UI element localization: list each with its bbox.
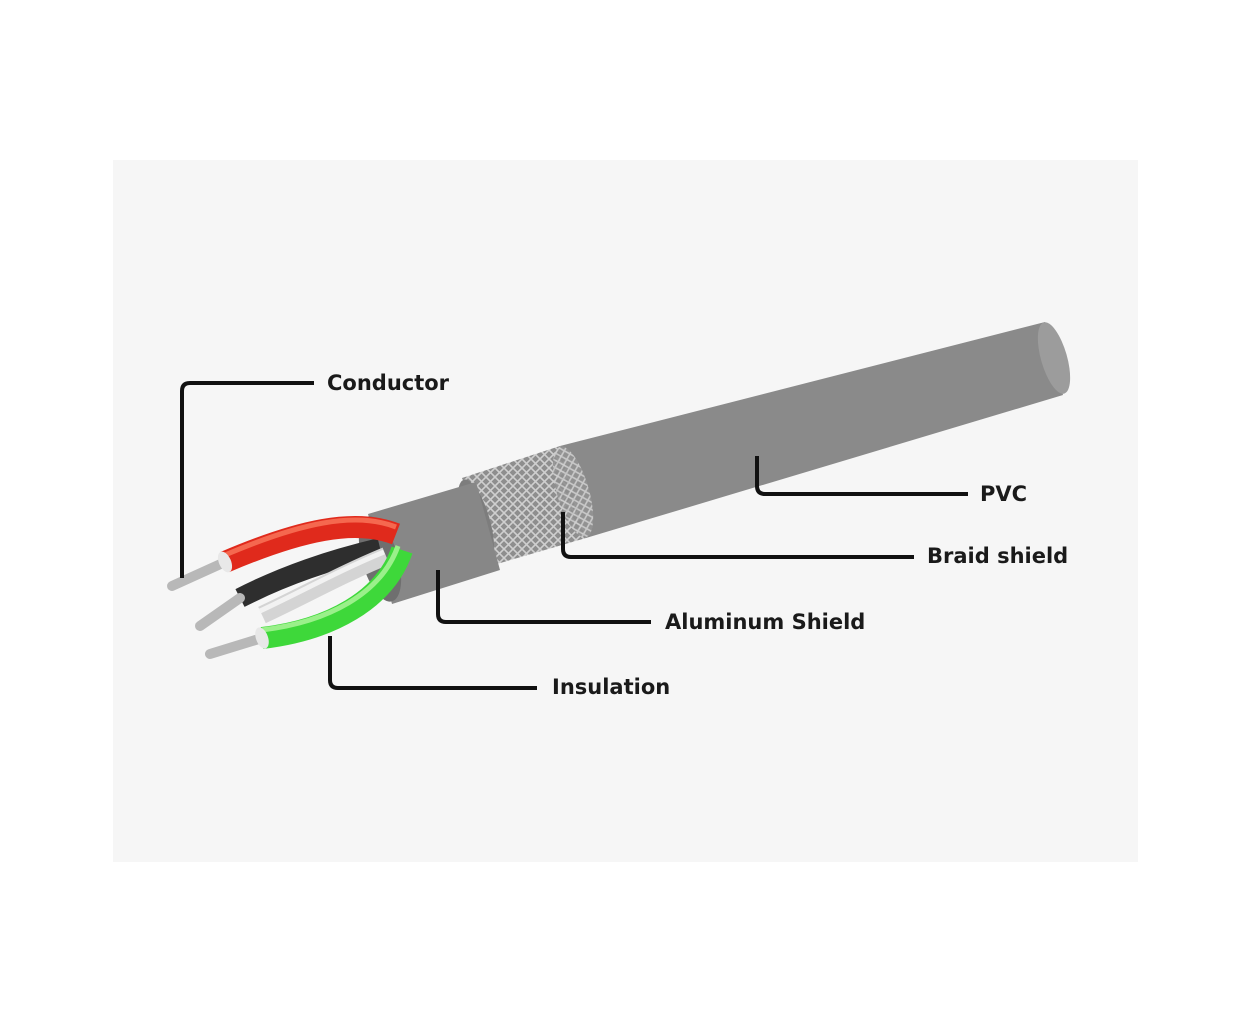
label-aluminum-shield: Aluminum Shield: [665, 610, 866, 634]
red-wire: [220, 515, 400, 573]
leader-conductor: [180, 381, 314, 578]
white-wire: [258, 547, 390, 624]
label-insulation: Insulation: [552, 675, 671, 699]
bare-conductors: [167, 551, 269, 659]
green-wire: [260, 546, 413, 649]
pvc-jacket: [552, 322, 1071, 538]
insulated-wires: [220, 515, 413, 649]
black-wire: [235, 538, 383, 607]
label-braid-shield: Braid shield: [927, 544, 1069, 568]
leader-aluminum-shield: [436, 570, 651, 624]
leader-lines: [180, 381, 968, 690]
label-pvc: PVC: [980, 482, 1028, 506]
leader-pvc: [755, 456, 968, 496]
leader-braid-shield: [561, 512, 914, 559]
label-conductor: Conductor: [327, 371, 450, 395]
leader-insulation: [328, 636, 537, 690]
